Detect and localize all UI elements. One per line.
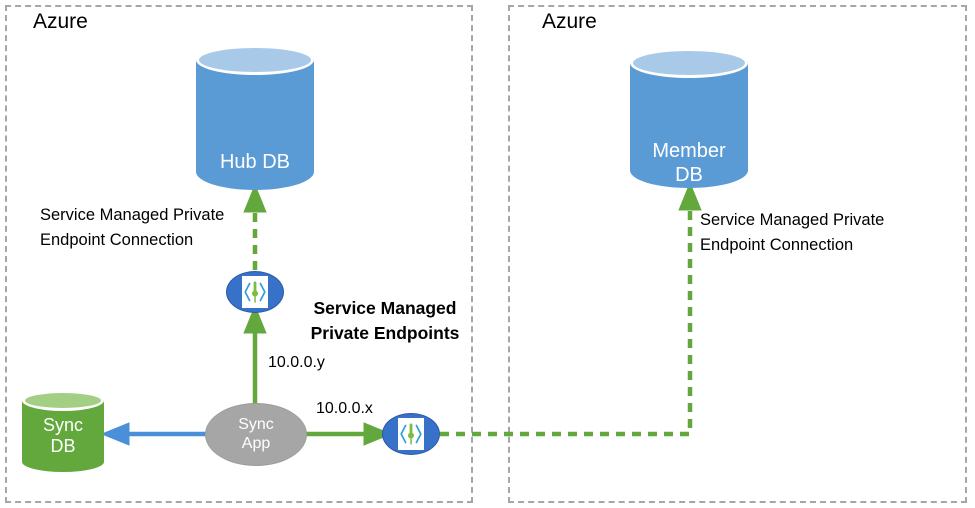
private-endpoint-member-node[interactable] [382,413,440,455]
private-endpoint-hub-node[interactable] [226,271,284,313]
ip-address-hub-label: 10.0.0.y [268,354,325,371]
hub-connection-label: Service Managed Private Endpoint Connect… [40,206,225,250]
hub-db-node[interactable]: Hub DB [196,45,314,190]
sync-db-cylinder-top [22,390,104,411]
azure-boundary-left [5,5,473,503]
connector-pe-member-to-member-db [440,181,702,437]
sync-app-label: Sync App [238,416,274,453]
private-link-icon [398,418,424,450]
private-link-icon [242,276,268,308]
azure-boundary-left-title: Azure [33,10,88,33]
azure-boundary-right-title: Azure [542,10,597,33]
ip-address-member-label: 10.0.0.x [316,400,373,417]
member-db-cylinder-body [630,62,748,188]
hub-db-cylinder-top [196,45,314,75]
azure-boundary-right [508,5,967,503]
sync-db-node[interactable]: Sync DB [22,390,104,472]
member-connection-label: Service Managed Private Endpoint Connect… [700,211,885,255]
sync-app-node[interactable]: Sync App [205,403,307,466]
service-managed-private-endpoints-label: Service Managed Private Endpoints [310,298,460,344]
member-db-cylinder-top [630,48,748,78]
member-db-node[interactable]: Member DB [630,48,748,188]
hub-db-cylinder-body [196,59,314,190]
sync-db-cylinder-body [22,400,104,472]
